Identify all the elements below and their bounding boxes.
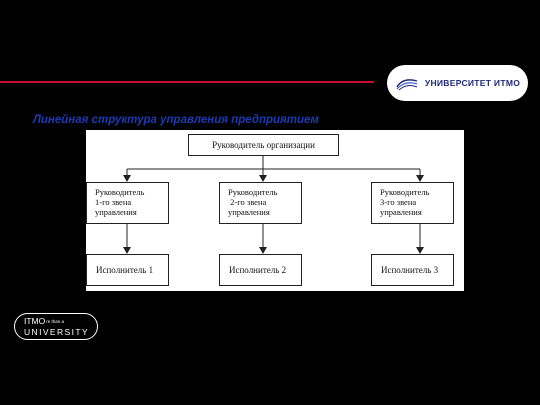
itmo-university-logo: ITMOre than a UNIVERSITY (14, 313, 98, 340)
slide-title: Линейная структура управления предприяти… (33, 114, 319, 126)
diagram-connectors (123, 156, 424, 254)
org-head-box: Руководитель организации (188, 134, 339, 156)
manager-box-2: Руководитель 2-го звена управления (219, 182, 302, 224)
university-logo-text: УНИВЕРСИТЕТ ИТМО (424, 78, 521, 88)
executor-box-3: Исполнитель 3 (371, 254, 454, 286)
org-structure-diagram: Руководитель организации Руководитель 1-… (86, 130, 464, 291)
itmo-logo-icon (396, 79, 418, 91)
header-accent-line (0, 81, 374, 83)
executor-box-1: Исполнитель 1 (86, 254, 169, 286)
itmo-logo-word: ITMO (24, 316, 46, 326)
manager-box-1: Руководитель 1-го звена управления (86, 182, 169, 224)
manager-box-3: Руководитель 3-го звена управления (371, 182, 454, 224)
executor-box-2: Исполнитель 2 (219, 254, 302, 286)
itmo-logo-tagline: re than a (46, 319, 65, 324)
itmo-logo-line1: ITMOre than a (24, 316, 97, 327)
university-logo: УНИВЕРСИТЕТ ИТМО (387, 65, 528, 101)
itmo-logo-line2: UNIVERSITY (24, 327, 90, 337)
